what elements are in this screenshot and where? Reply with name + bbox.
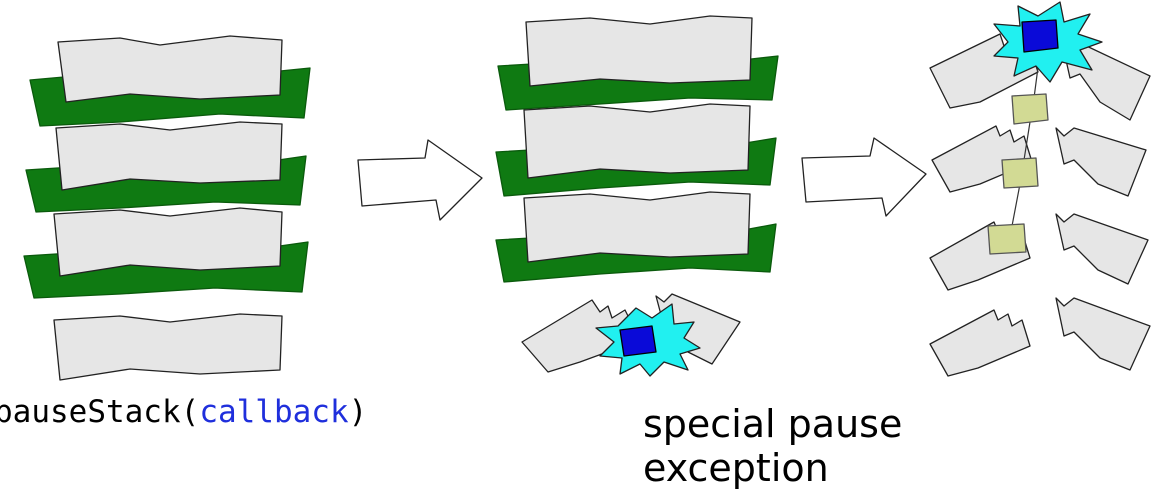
saved-frame-box xyxy=(1001,157,1039,189)
broken-frame-left xyxy=(521,299,641,373)
open-paren: ( xyxy=(180,394,200,430)
exception-caption-line1: special pause xyxy=(643,402,903,446)
function-name: pauseStack xyxy=(0,394,181,430)
stack-frame xyxy=(53,313,283,381)
stack-frame xyxy=(53,207,283,277)
saved-frame-box xyxy=(987,223,1027,255)
exception-core-icon xyxy=(619,325,657,357)
stack-frame xyxy=(523,191,751,263)
stack-frame xyxy=(523,103,751,179)
broken-frame-right xyxy=(1055,297,1151,371)
broken-frame-left xyxy=(929,309,1031,377)
exception-caption-line2: exception xyxy=(643,446,829,490)
broken-frame-right xyxy=(1055,127,1147,197)
stack-frame xyxy=(55,121,283,191)
exception-core-icon xyxy=(1021,19,1059,53)
close-paren: ) xyxy=(348,394,368,430)
saved-frame-box xyxy=(1011,93,1049,125)
stack-frame xyxy=(57,35,283,103)
stage3-unwound-stack xyxy=(929,1,1151,377)
stage2-call-stack xyxy=(495,15,779,377)
broken-frame-left xyxy=(931,125,1033,193)
stack-frame xyxy=(525,15,753,87)
arrow-right-icon xyxy=(801,137,927,217)
stage1-call-stack xyxy=(23,35,311,381)
broken-frame-right xyxy=(1055,213,1149,285)
pause-stack-call-caption: pauseStack(callback) xyxy=(0,392,367,432)
arrow-right-icon xyxy=(357,139,483,221)
callback-argument: callback xyxy=(199,394,349,430)
exception-caption: special pause exception xyxy=(643,402,963,490)
